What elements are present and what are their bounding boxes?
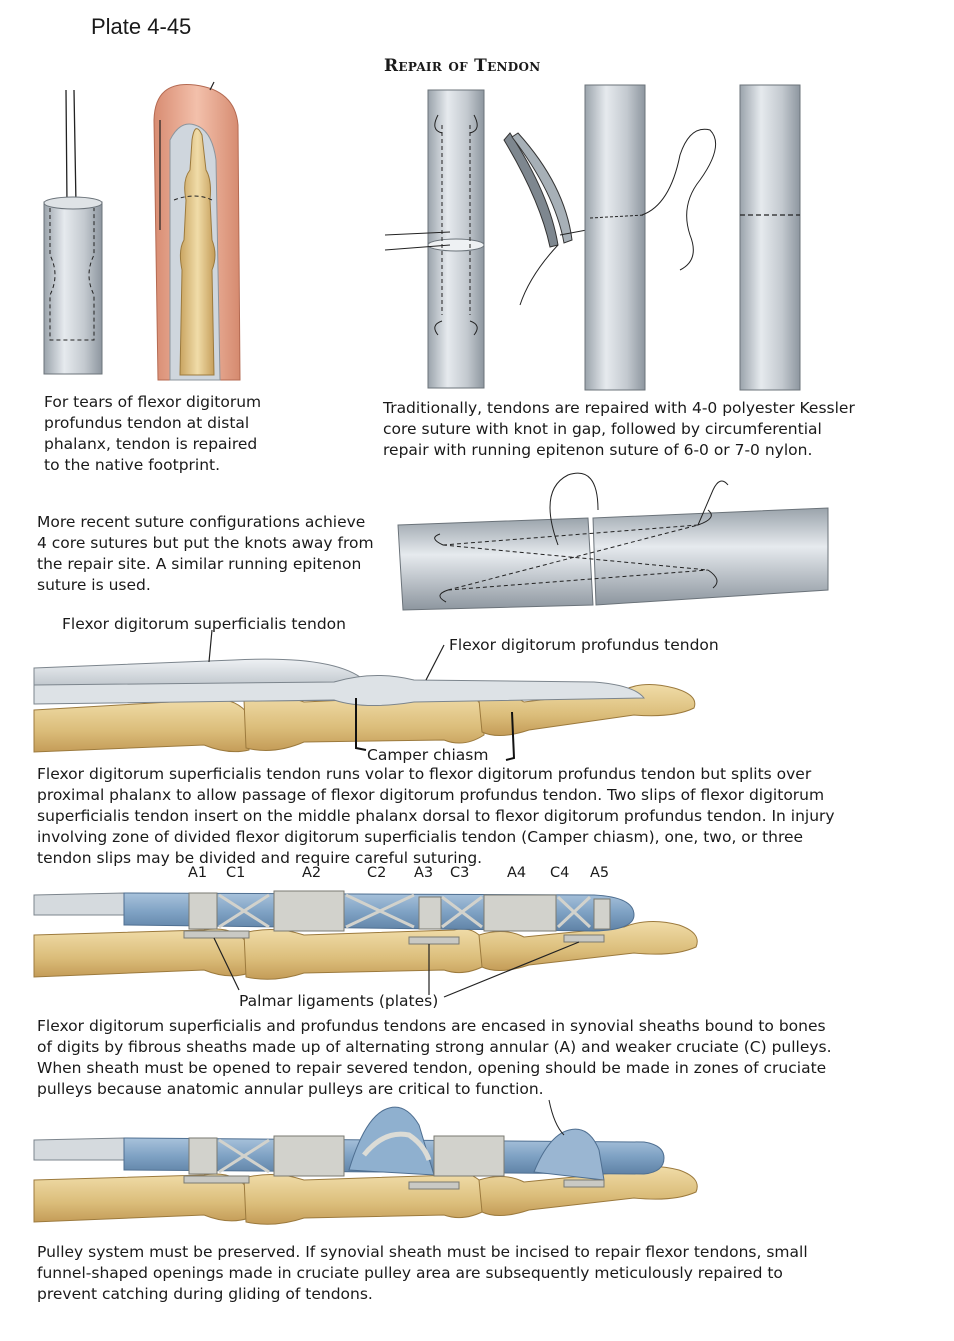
pulley-label-c2: C2 bbox=[367, 865, 387, 881]
caption-recent-sutures: More recent suture configurations achiev… bbox=[37, 513, 374, 594]
pulley-label-c4: C4 bbox=[550, 865, 570, 881]
label-fds-tendon: Flexor digitorum superficialis tendon bbox=[62, 615, 346, 633]
caption-distal-phalanx: For tears of flexor digitorum profundus … bbox=[44, 393, 262, 474]
pulley-system-illustration bbox=[33, 890, 698, 998]
pulley-label-a5: A5 bbox=[590, 865, 610, 881]
sheath-opening-illustration bbox=[33, 1099, 698, 1225]
pulley-label-a4: A4 bbox=[507, 865, 527, 881]
label-camper-chiasm: Camper chiasm bbox=[367, 746, 489, 764]
four-core-suture-illustration bbox=[397, 472, 829, 611]
label-palmar-ligaments: Palmar ligaments (plates) bbox=[239, 992, 439, 1010]
tendon-stump-illustration bbox=[43, 89, 103, 375]
kessler-repair-illustration bbox=[384, 84, 801, 391]
plate-label: Plate 4-45 bbox=[91, 14, 192, 39]
pulley-label-c1: C1 bbox=[226, 865, 246, 881]
pulley-label-a2: A2 bbox=[302, 865, 322, 881]
pulley-label-c3: C3 bbox=[450, 865, 470, 881]
section-title: Repair of Tendon bbox=[384, 56, 541, 76]
caption-synovial-sheath: Flexor digitorum superficialis and profu… bbox=[37, 1017, 832, 1098]
pulley-label-row: A1 C1 A2 C2 A3 C3 A4 C4 A5 bbox=[0, 865, 954, 887]
caption-camper-chiasm: Flexor digitorum superficialis tendon ru… bbox=[37, 765, 835, 867]
pulley-label-a1: A1 bbox=[188, 865, 208, 881]
caption-pulley-preservation: Pulley system must be preserved. If syno… bbox=[37, 1243, 808, 1303]
finger-distal-repair-illustration bbox=[153, 81, 241, 381]
label-fdp-tendon: Flexor digitorum profundus tendon bbox=[449, 636, 719, 654]
pulley-label-a3: A3 bbox=[414, 865, 434, 881]
caption-kessler-repair: Traditionally, tendons are repaired with… bbox=[383, 399, 855, 459]
camper-chiasm-illustration bbox=[33, 629, 696, 761]
